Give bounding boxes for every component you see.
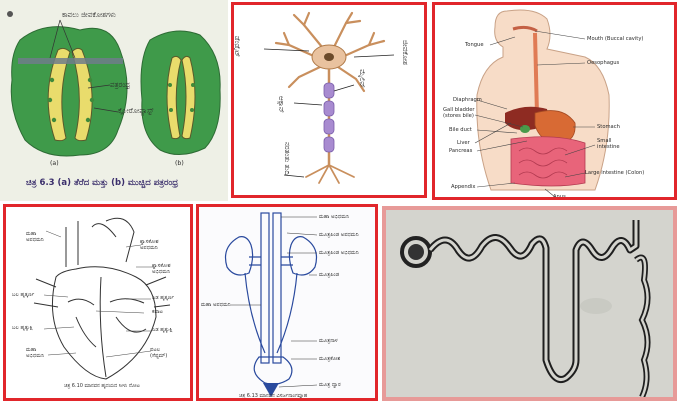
neuron-label-axon: ಆಕ್ಸಾನ್: [277, 96, 284, 113]
stomata-caption: ಚಿತ್ರ 6.3 (a) ತೆರೆದ ಮತ್ತು (b) ಮುಚ್ಚಿದ ಪತ…: [26, 178, 178, 188]
stomata-figure-panel: ಕಾವಲು ಜೀವಕೋಶಗಳು ಪತ್ರರಂಧ್ರ ಕ್ಲೋರೋಪ್ಲಾಸ್ಟ್…: [0, 0, 228, 201]
excretory-label-5: ಮಹಾ ಅಪಧಮನಿ: [201, 302, 231, 308]
neuron-label-myelin: ಮೈಲಿನ್: [358, 69, 365, 88]
excretory-label-7: ಮೂತ್ರಕೋಶ: [319, 356, 340, 362]
excretory-label-8: ಮೂತ್ರ ದ್ವಾರ: [319, 382, 341, 388]
excretory-label-2: ಮೂತ್ರಪಿಂಡ ಅಪಧಮನಿ: [319, 232, 359, 238]
label-gall-bladder: Gall bladder (stores bile): [443, 107, 475, 119]
heart-caption: ಚಿತ್ರ 6.10 ಮಾನವನ ಹೃದಯದ ಸೀಳು ನೋಟ: [64, 383, 140, 389]
label-bile-duct: Bile duct: [449, 127, 472, 133]
neuron-label-right: ಜೀವಕೋಶ: [401, 40, 408, 65]
figure-b-label: (b): [175, 160, 184, 167]
heart-label-9: ಮಹಾ ಅಭಿಧಮನಿ: [26, 347, 44, 359]
neuron-illustration: [234, 5, 424, 195]
heart-label-8: ಬಲ ಹೃತ್ಕುಕ್ಷಿ: [12, 325, 33, 331]
nephron-tubule-photo: [386, 210, 673, 397]
stomata-illustration: [0, 0, 228, 201]
label-mouth: Mouth (Buccal cavity): [587, 36, 643, 42]
heart-label-4: ಎಡ ಹೃತ್ಕರ್ಣ: [152, 295, 174, 301]
heart-label-6: ಕವಾಟ: [152, 309, 163, 315]
label-large-intestine: Large intestine (Colon): [585, 170, 644, 176]
nephron-photo-panel: [382, 206, 677, 401]
neuron-label-left: ಡೆಂಡ್ರೈಟ್: [233, 36, 240, 57]
heart-label-5: ಬಲ ಹೃತ್ಕರ್ಣ: [12, 292, 34, 298]
excretory-label-3: ಮೂತ್ರಪಿಂಡ ಅಭಿಧಮನಿ: [319, 250, 359, 256]
excretory-label-1: ಮಹಾ ಅಭಿಧಮನಿ: [319, 214, 349, 220]
neuron-label-nerve-end: ನರತಂತು ತುದಿ: [283, 142, 290, 175]
heart-label-3: ಶ್ವಾಸಕೋಶ ಅಭಿಧಮನಿ: [152, 263, 171, 275]
heart-figure-panel: ಮಹಾ ಅಪಧಮನಿ ಶ್ವಾಸಕೋಶ ಅಪಧಮನಿ ಶ್ವಾಸಕೋಶ ಅಭಿಧ…: [3, 204, 193, 401]
label-appendix: Appendix: [451, 184, 475, 190]
heart-label-2: ಶ್ವಾಸಕೋಶ ಅಪಧಮನಿ: [140, 239, 159, 251]
label-stomach: Stomach: [597, 124, 620, 130]
excretory-caption: ಚಿತ್ರ 6.13 ಮಾನವನ ವಿಸರ್ಜನಾಂಗವ್ಯೂಹ: [239, 393, 307, 399]
stoma-label: ಪತ್ರರಂಧ್ರ: [110, 82, 130, 89]
heart-label-7: ಎಡ ಹೃತ್ಕುಕ್ಷಿ: [152, 327, 173, 333]
excretory-label-6: ಮೂತ್ರನಾಳ: [319, 338, 338, 344]
label-tongue: Tongue: [465, 42, 484, 48]
label-small-intestine: Small intestine: [597, 138, 620, 150]
label-anus: Anus: [553, 194, 566, 200]
label-liver: Liver: [457, 140, 470, 146]
heart-label-1: ಮಹಾ ಅಪಧಮನಿ: [26, 231, 44, 243]
digestive-system-panel: Tongue Mouth (Buccal cavity) Oesophagus …: [432, 2, 677, 200]
chloroplast-label: ಕ್ಲೋರೋಪ್ಲಾಸ್ಟ್: [118, 108, 154, 115]
label-oesophagus: Oesophagus: [587, 60, 619, 66]
excretory-label-4: ಮೂತ್ರಪಿಂಡ: [319, 272, 339, 278]
excretory-system-panel: ಮಹಾ ಅಭಿಧಮನಿ ಮೂತ್ರಪಿಂಡ ಅಪಧಮನಿ ಮೂತ್ರಪಿಂಡ ಅ…: [196, 204, 378, 401]
figure-a-label: (a): [50, 160, 59, 167]
label-pancreas: Pancreas: [449, 148, 472, 154]
heart-label-10: ಪಟಲ (ಸೆಪ್ಟಮ್): [150, 347, 167, 359]
neuron-figure-panel: ಡೆಂಡ್ರೈಟ್ ಜೀವಕೋಶ ಆಕ್ಸಾನ್ ಮೈಲಿನ್ ನರತಂತು ತ…: [231, 2, 427, 198]
label-diaphragm: Diaphragm: [453, 97, 482, 103]
guard-cells-label: ಕಾವಲು ಜೀವಕೋಶಗಳು: [62, 12, 116, 19]
